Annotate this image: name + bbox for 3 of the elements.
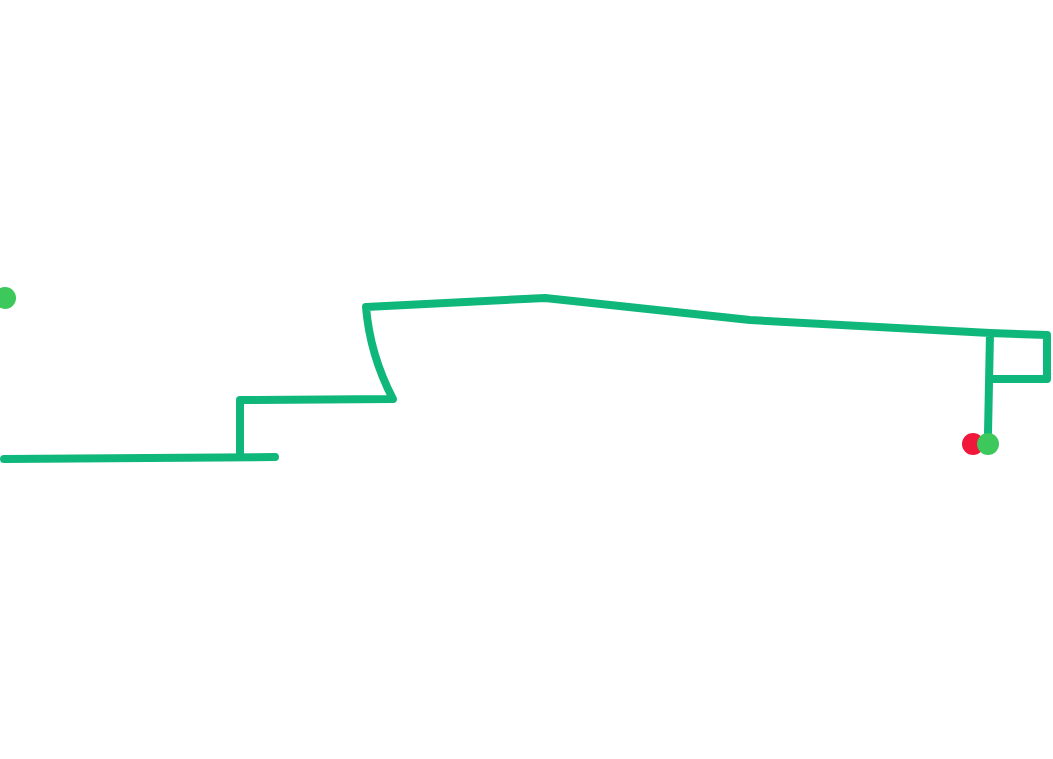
dot-marker [0,287,16,309]
route-line [0,294,1051,463]
dot-marker [977,433,999,455]
